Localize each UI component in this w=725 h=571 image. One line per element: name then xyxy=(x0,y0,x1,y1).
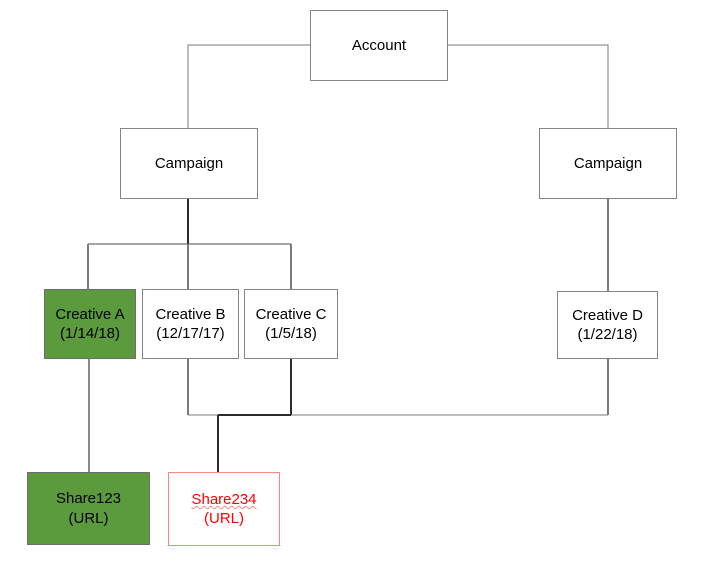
node-share234-label: Share234 xyxy=(191,490,257,508)
node-creative-a-date: (1/14/18) xyxy=(59,325,121,342)
edge-account-to-campaign-right xyxy=(448,44,609,128)
node-campaign-left-label: Campaign xyxy=(154,154,224,172)
node-creative-c-date: (1/5/18) xyxy=(265,325,317,342)
node-creative-c-label: Creative C xyxy=(255,305,327,323)
node-share123-url: (URL) xyxy=(68,509,109,527)
node-account[interactable]: Account xyxy=(310,10,448,81)
node-creative-b-label: Creative B xyxy=(155,305,226,323)
node-creative-a-label: Creative A xyxy=(55,305,125,323)
node-creative-b[interactable]: Creative B (12/17/17) xyxy=(142,289,239,359)
node-share123[interactable]: Share123 (URL) xyxy=(27,472,150,545)
edge-creative-bus-left xyxy=(87,243,292,289)
node-campaign-right[interactable]: Campaign xyxy=(539,128,677,199)
node-share234-url: (URL) xyxy=(204,510,244,527)
node-campaign-right-label: Campaign xyxy=(573,154,643,172)
node-share234[interactable]: Share234 (URL) xyxy=(168,472,280,546)
node-creative-d[interactable]: Creative D (1/22/18) xyxy=(557,291,658,359)
node-campaign-left[interactable]: Campaign xyxy=(120,128,258,199)
node-account-label: Account xyxy=(351,36,407,54)
node-creative-a[interactable]: Creative A (1/14/18) xyxy=(44,289,136,359)
edge-creatives-bc-to-bus xyxy=(187,359,292,415)
node-creative-c[interactable]: Creative C (1/5/18) xyxy=(244,289,338,359)
node-creative-b-date: (12/17/17) xyxy=(156,325,225,342)
node-share123-label: Share123 xyxy=(55,490,122,508)
node-creative-d-date: (1/22/18) xyxy=(577,326,638,343)
edge-account-to-campaign-left xyxy=(187,44,310,128)
node-creative-d-label: Creative D xyxy=(572,306,643,324)
